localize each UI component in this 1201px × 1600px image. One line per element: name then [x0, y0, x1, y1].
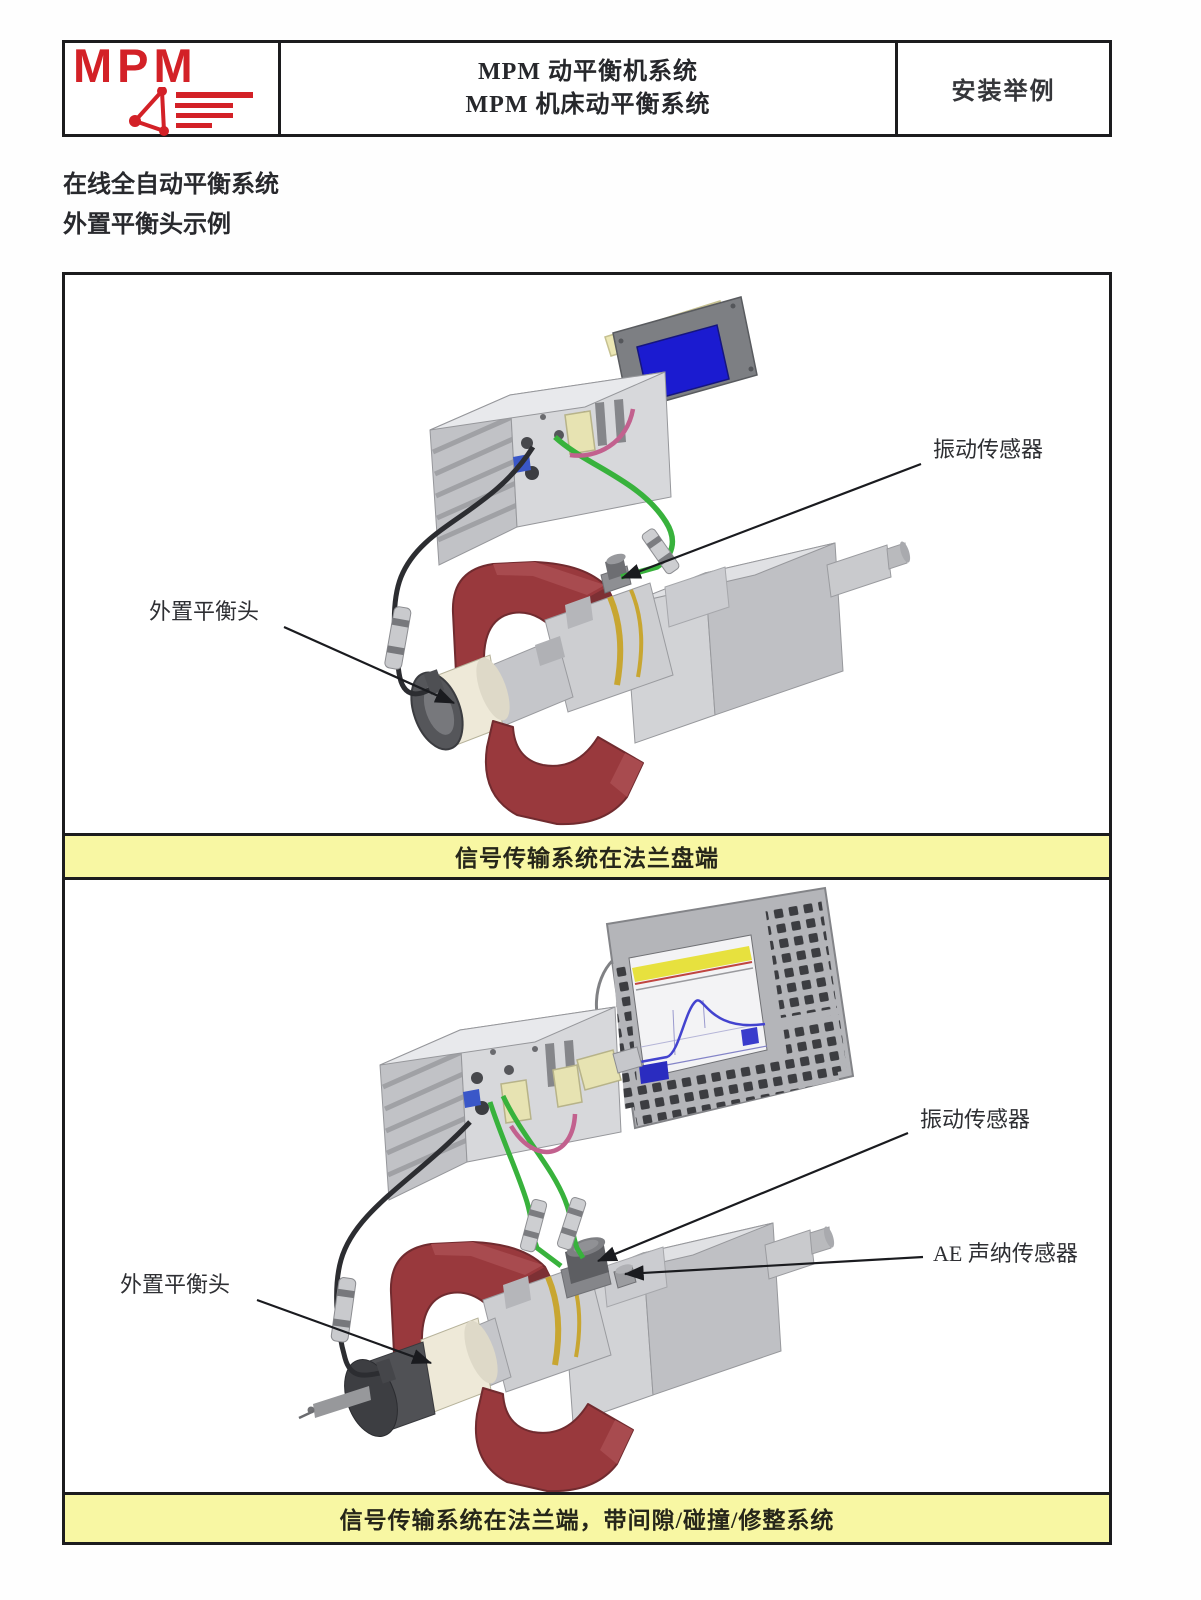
cnc-keypad-left — [613, 961, 639, 1109]
figure-box: 振动传感器 外置平衡头 信号传输系统在法兰盘端 — [62, 272, 1112, 1545]
green-cable — [487, 1101, 563, 1268]
spindle-flange-section — [544, 582, 674, 713]
grinding-wheel-lower — [484, 720, 644, 826]
black-cable — [330, 1120, 472, 1384]
spindle-assembly — [410, 541, 911, 826]
logo-cell: MPM — [65, 39, 278, 136]
mpm-logo-text: MPM — [73, 39, 198, 92]
spindle-shaft-right — [826, 541, 911, 598]
header-title-cell: MPM 动平衡机系统 MPM 机床动平衡系统 — [278, 43, 898, 134]
intro-line-2: 外置平衡头示例 — [63, 212, 231, 238]
vibration-sensor — [600, 553, 632, 594]
flange-yellow-ring — [607, 595, 624, 686]
vibration-sensor-arrow — [620, 462, 922, 580]
balance-head-label: 外置平衡头 — [120, 1272, 230, 1297]
balance-head-label: 外置平衡头 — [149, 599, 259, 624]
illustration-panel-1: 振动传感器 外置平衡头 — [65, 275, 1109, 833]
green-cable-2 — [500, 1094, 587, 1260]
mpm-logo-mark-icon — [129, 87, 253, 136]
black-cable — [384, 445, 536, 697]
figure-caption-1: 信号传输系统在法兰盘端 — [65, 833, 1109, 880]
flange-yellow-ring — [545, 1275, 562, 1366]
ae-sensor-label: AE 声纳传感器 — [933, 1241, 1078, 1266]
spindle-motor-housing — [562, 1222, 782, 1424]
cnc-screen-curve — [639, 999, 766, 1064]
intro-line-1: 在线全自动平衡系统 — [63, 172, 279, 198]
illustration-panel-2: 振动传感器 AE 声纳传感器 外置平衡头 — [65, 880, 1109, 1492]
pink-cable — [509, 1113, 578, 1155]
spindle-motor-housing — [624, 542, 844, 744]
ae-sensor-arrow — [623, 1255, 924, 1281]
panel-connector-chain — [552, 1046, 643, 1108]
figure-caption-2: 信号传输系统在法兰端，带间隙/碰撞/修整系统 — [65, 1492, 1109, 1542]
ventilation-fins — [431, 414, 519, 543]
grinding-wheel-lower — [474, 1387, 634, 1492]
header-title-line2: MPM 机床动平衡系统 — [465, 91, 711, 118]
header-right-label: 安装举例 — [951, 79, 1056, 105]
spindle-assembly — [298, 1222, 835, 1492]
cnc-keypad-bottom — [631, 1044, 839, 1126]
pink-cable — [569, 408, 636, 458]
balance-head-arrow — [283, 625, 456, 705]
controller-box — [379, 1006, 622, 1201]
beige-connector — [564, 410, 596, 455]
controller-box — [429, 371, 672, 566]
cnc-keypad-right — [765, 898, 837, 1018]
annotations: 振动传感器 外置平衡头 — [149, 437, 1043, 705]
spindle-flange-section — [482, 1262, 612, 1393]
header-table: MPM MPM 动平衡机系统 MPM 机床动平衡系统 安装举例 — [62, 40, 1112, 137]
annotations: 振动传感器 AE 声纳传感器 外置平衡头 — [120, 1107, 1078, 1365]
balance-head-arrow — [256, 1298, 433, 1365]
vibration-sensor-label: 振动传感器 — [920, 1107, 1030, 1132]
cnc-panel — [562, 886, 855, 1130]
spindle-shaft-right — [764, 1226, 835, 1280]
header-title-line1: MPM 动平衡机系统 — [478, 58, 698, 85]
header-right-cell: 安装举例 — [898, 43, 1109, 134]
beige-connector — [500, 1079, 532, 1124]
vibration-sensor-label: 振动传感器 — [933, 437, 1043, 462]
blue-connector — [463, 1089, 481, 1108]
ventilation-fins — [381, 1049, 469, 1178]
vibration-sensor-arrow — [596, 1131, 909, 1263]
